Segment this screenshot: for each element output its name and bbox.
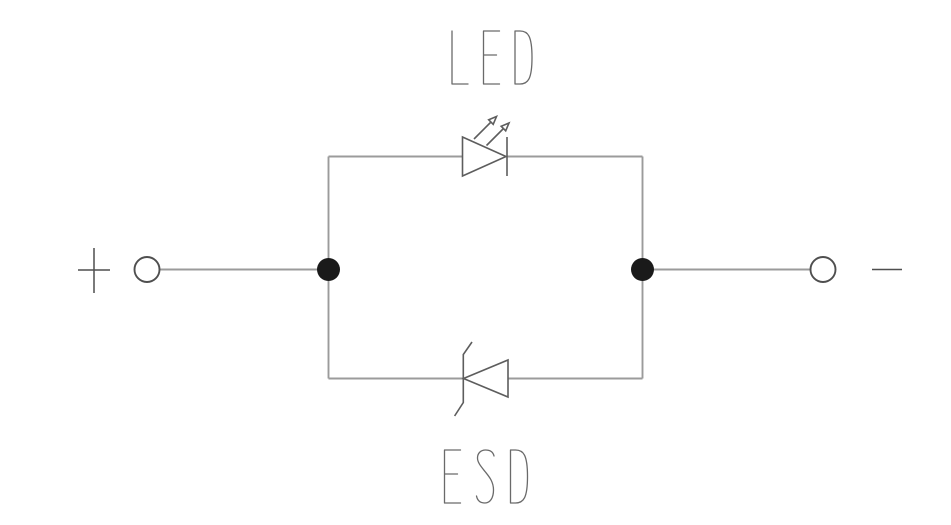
terminal-positive-circle bbox=[133, 256, 161, 283]
wires bbox=[159, 155, 811, 380]
esd-symbol bbox=[453, 341, 509, 417]
label-led bbox=[451, 30, 533, 85]
light-emission-arrow-icon bbox=[485, 121, 511, 147]
junction-dot-left bbox=[317, 258, 340, 281]
light-emission-arrow-icon bbox=[473, 114, 499, 140]
esd-cathode-bar bbox=[453, 341, 473, 417]
plus-sign bbox=[78, 248, 110, 293]
arrow-shaft bbox=[485, 128, 504, 147]
led-triangle bbox=[461, 135, 508, 178]
led-symbol bbox=[461, 114, 511, 178]
arrow-head bbox=[487, 114, 499, 126]
terminal-negative-circle bbox=[809, 256, 837, 283]
esd-triangle bbox=[461, 358, 509, 399]
arrow-shaft bbox=[473, 121, 492, 140]
label-esd bbox=[443, 449, 529, 504]
arrow-head bbox=[499, 121, 511, 133]
junction-dot-right bbox=[631, 258, 654, 281]
